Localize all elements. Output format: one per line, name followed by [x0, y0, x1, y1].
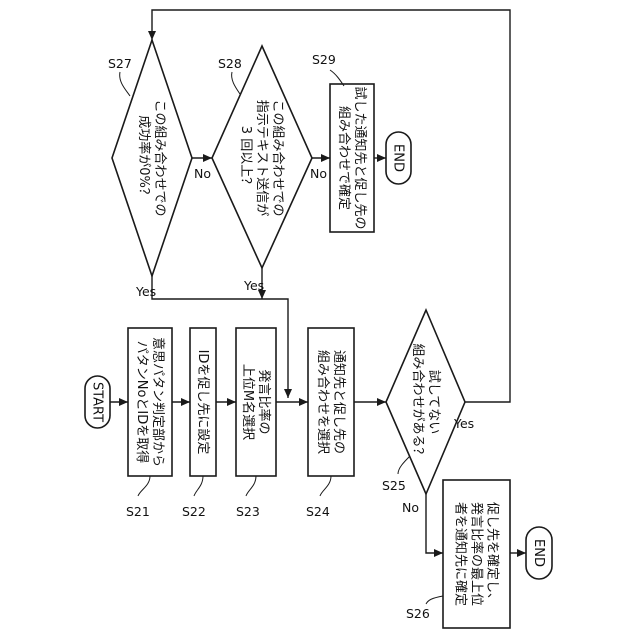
s26-text-line: 者を通知先に確定	[453, 502, 469, 606]
s27-decision-label: この組み合わせでの成功率が0%？	[137, 99, 168, 216]
s22-process-label: IDを促し先に設定	[196, 350, 212, 455]
s25-no-label: No	[402, 500, 419, 515]
node-end-bottom: END	[526, 527, 552, 579]
s29-text-line: 試した通知先と促し先の	[353, 86, 369, 229]
s29-step-label: S29	[312, 52, 336, 67]
end_top-text-line: END	[391, 144, 406, 172]
s28-text-line: この組み合わせでの	[271, 99, 286, 216]
s26-process-label: 促し先を確定し、発言比率の最上位者を通知先に確定	[453, 502, 501, 606]
node-s26: 促し先を確定し、発言比率の最上位者を通知先に確定	[443, 480, 510, 628]
end-bottom-terminal-label: END	[532, 539, 547, 567]
s27-no-label: No	[194, 166, 211, 181]
s26-text-line: 促し先を確定し、	[485, 502, 501, 606]
s21-text-line: 意思パタン判定部から	[151, 337, 167, 467]
s22-step-label: S22	[182, 504, 206, 519]
s29-text-line: 組み合わせで確定	[337, 106, 353, 210]
start-terminal-label: START	[90, 382, 105, 422]
s25-text-line: 試してない	[427, 370, 443, 435]
s25-leader-line	[398, 456, 410, 474]
s27-leader-line	[120, 72, 130, 96]
s27-yes-label: Yes	[135, 284, 156, 299]
node-s25: 試してない組み合わせがある？	[386, 310, 465, 494]
s21-step-label: S21	[126, 504, 150, 519]
s21-leader-line	[138, 476, 150, 496]
node-s27: この組み合わせでの成功率が0%？	[112, 40, 192, 276]
s24-leader-line	[320, 476, 331, 496]
s26-text-line: 発言比率の最上位	[469, 502, 485, 606]
edge-s25-no-s26	[426, 494, 443, 553]
node-s22: IDを促し先に設定	[190, 328, 216, 476]
s28-leader-line	[232, 72, 240, 94]
s28-yes-label: Yes	[243, 278, 264, 293]
end-top-terminal-label: END	[391, 144, 406, 172]
node-end-top: END	[386, 132, 411, 184]
s27-text-line: 成功率が0%？	[137, 115, 153, 201]
s27-step-label: S27	[108, 56, 132, 71]
s24-text-line: 組み合わせを選択	[316, 350, 331, 454]
s26-leader-line	[426, 596, 443, 604]
s23-text-line: 発言比率の	[257, 369, 273, 434]
node-s28: この組み合わせでの指示テキスト送信が3 回以上？	[212, 46, 312, 268]
s25-yes-label: Yes	[453, 416, 474, 431]
s24-step-label: S24	[306, 504, 330, 519]
start-text-line: START	[90, 382, 105, 422]
s22-text-line: IDを促し先に設定	[196, 350, 212, 455]
s28-text-line: 3 回以上？	[239, 126, 254, 190]
s24-text-line: 通知先と促し先の	[332, 350, 348, 454]
s27-text-line: この組み合わせでの	[153, 99, 168, 216]
node-start: START	[85, 376, 110, 428]
s23-step-label: S23	[236, 504, 260, 519]
node-s29: 試した通知先と促し先の組み合わせで確定	[330, 84, 374, 232]
end_bottom-text-line: END	[532, 539, 547, 567]
s28-step-label: S28	[218, 56, 242, 71]
node-s24: 通知先と促し先の組み合わせを選択	[308, 328, 354, 476]
s25-text-line: 組み合わせがある？	[411, 343, 426, 460]
s28-text-line: 指示テキスト送信が	[255, 100, 270, 217]
s25-step-label: S25	[382, 478, 406, 493]
s26-step-label: S26	[406, 606, 430, 621]
s28-no-label: No	[310, 166, 327, 181]
s22-leader-line	[194, 476, 203, 496]
node-s23: 発言比率の上位M名選択	[236, 328, 276, 476]
s23-text-line: 上位M名選択	[241, 364, 257, 440]
node-s21: 意思パタン判定部からパタンNoとIDを取得	[128, 328, 172, 476]
s21-text-line: パタンNoとIDを取得	[135, 341, 151, 464]
s23-leader-line	[246, 476, 256, 496]
